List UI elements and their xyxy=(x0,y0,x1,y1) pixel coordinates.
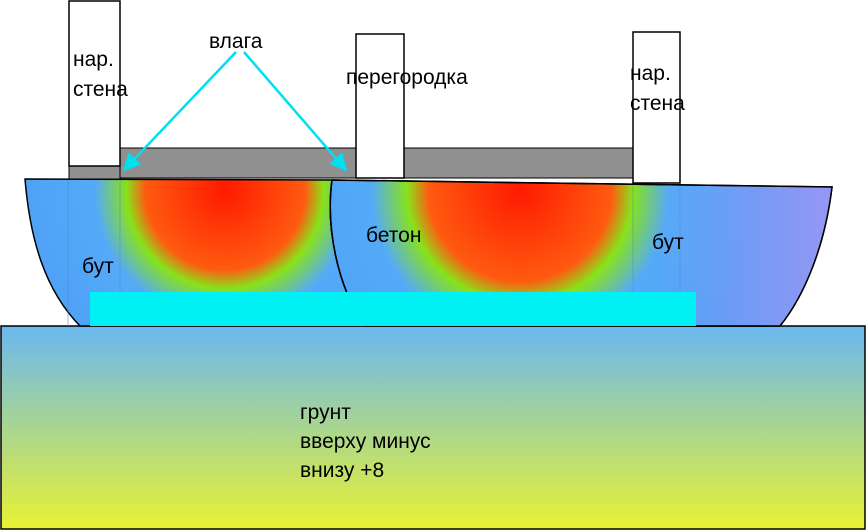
label-soil-1: грунт xyxy=(300,401,351,424)
label-outer-wall-right-1: нар. xyxy=(630,62,671,85)
moisture-arrow-left xyxy=(122,51,237,172)
label-outer-wall-left-1: нар. xyxy=(73,48,114,71)
label-soil-2: вверху минус xyxy=(300,430,431,453)
label-rubble-right: бут xyxy=(652,231,684,254)
outer-wall-left xyxy=(68,0,121,167)
slab-base-left xyxy=(68,165,121,180)
label-moisture: влага xyxy=(209,30,263,53)
partition-wall xyxy=(355,33,405,179)
label-outer-wall-left-2: стена xyxy=(73,78,128,101)
outer-wall-right xyxy=(632,31,681,184)
label-concrete: бетон xyxy=(366,224,421,247)
label-soil-3: внизу +8 xyxy=(300,459,384,482)
label-outer-wall-right-2: стена xyxy=(630,92,685,115)
moisture-arrow-right xyxy=(243,51,348,172)
label-partition: перегородка xyxy=(346,66,468,89)
label-rubble-left: бут xyxy=(82,255,114,278)
insulation-strip xyxy=(90,292,696,326)
violet-zone xyxy=(660,186,832,326)
floor-slab-right xyxy=(403,147,635,179)
soil-block xyxy=(0,325,866,530)
